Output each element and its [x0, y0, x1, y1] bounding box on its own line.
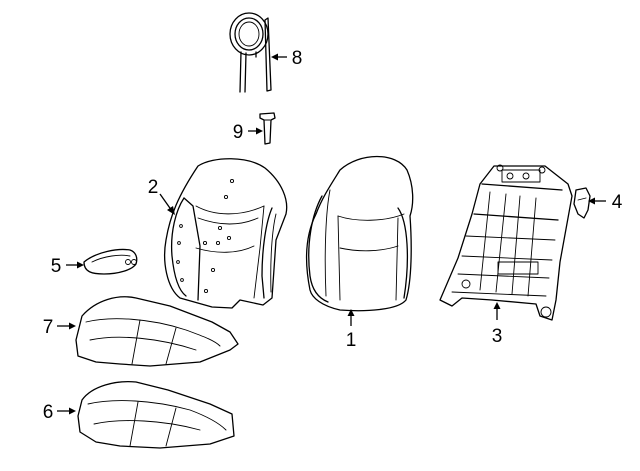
- callout-2: 2: [148, 177, 175, 215]
- part-2-seat-back-pad: [164, 158, 288, 309]
- callout-8: 8: [271, 48, 302, 69]
- part-8-headrest: [229, 12, 272, 93]
- callout-9-label: 9: [233, 122, 244, 143]
- callout-3-label: 3: [492, 326, 503, 347]
- part-7-cushion-cover: [75, 296, 239, 367]
- callout-8-label: 8: [292, 48, 303, 69]
- callout-7-label: 7: [43, 317, 54, 338]
- part-9-guide: [259, 112, 276, 145]
- callout-6-label: 6: [43, 402, 54, 423]
- callout-1: 1: [346, 309, 357, 351]
- callout-9: 9: [233, 122, 263, 143]
- part-4-clip: [573, 187, 591, 219]
- callout-4: 4: [588, 192, 623, 213]
- callout-5-label: 5: [51, 256, 62, 277]
- callout-2-label: 2: [148, 177, 159, 198]
- callout-7: 7: [43, 317, 76, 338]
- part-3-seat-back-frame: [439, 164, 573, 321]
- callout-3: 3: [492, 302, 503, 347]
- part-6-cushion-pad: [77, 380, 235, 449]
- part-5-side-trim: [83, 248, 138, 275]
- callout-5: 5: [51, 256, 84, 277]
- callout-4-label: 4: [612, 192, 623, 213]
- part-1-seat-back-cover: [306, 155, 414, 312]
- callout-1-label: 1: [346, 330, 357, 351]
- callout-6: 6: [43, 402, 76, 423]
